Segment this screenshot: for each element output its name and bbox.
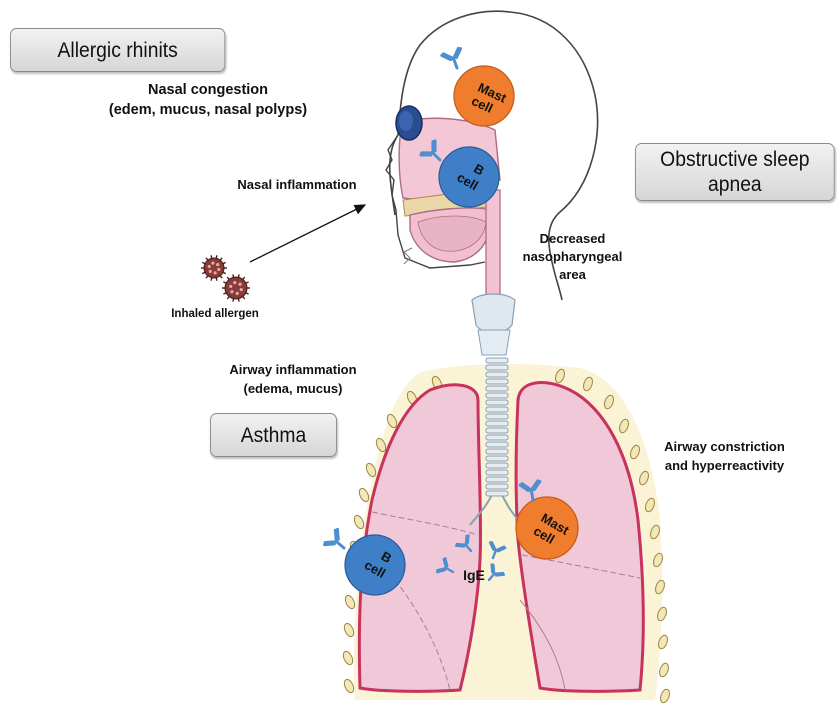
ige-label: IgE bbox=[463, 567, 485, 583]
allergic-rhinitis-label: Allergic rhinits bbox=[58, 38, 178, 63]
trachea-ring bbox=[486, 407, 508, 412]
asthma-box: Asthma bbox=[210, 413, 337, 457]
airway-constriction-line1: Airway constriction bbox=[642, 437, 807, 456]
decreased-line2: nasopharyngeal bbox=[515, 248, 630, 266]
trachea-ring bbox=[486, 463, 508, 468]
trachea-ring bbox=[486, 421, 508, 426]
airway-inflammation-label: Airway inflammation (edema, mucus) bbox=[208, 360, 378, 398]
osa-label-line1: Obstructive sleep bbox=[660, 147, 809, 172]
trachea-ring bbox=[486, 477, 508, 482]
b-cell-lung: B cell bbox=[345, 535, 405, 595]
antibody-icon bbox=[441, 48, 466, 72]
rib bbox=[659, 688, 671, 704]
airway-inflammation-line1: Airway inflammation bbox=[208, 360, 378, 379]
trachea-ring bbox=[486, 470, 508, 475]
trachea-ring bbox=[486, 442, 508, 447]
osa-label-line2: apnea bbox=[660, 172, 809, 197]
nasal-inflammation-text: Nasal inflammation bbox=[222, 177, 372, 192]
airway-inflammation-line2: (edema, mucus) bbox=[208, 379, 378, 398]
airway-constriction-line2: and hyperreactivity bbox=[642, 456, 807, 475]
eye-icon bbox=[396, 106, 422, 140]
rib bbox=[342, 678, 355, 694]
trachea-ring bbox=[486, 365, 508, 370]
trachea-ring bbox=[486, 484, 508, 489]
rib bbox=[342, 622, 355, 638]
trachea-ring bbox=[486, 358, 508, 363]
obstructive-sleep-apnea-box: Obstructive sleep apnea bbox=[635, 143, 835, 201]
trachea-ring bbox=[486, 414, 508, 419]
antibody-icon bbox=[324, 529, 351, 556]
nasal-congestion-line2: (edem, mucus, nasal polyps) bbox=[80, 100, 336, 120]
trachea-ring bbox=[486, 372, 508, 377]
inhaled-allergen-text: Inhaled allergen bbox=[160, 308, 270, 320]
nasal-congestion-line1: Nasal congestion bbox=[80, 80, 336, 100]
trachea-ring bbox=[486, 386, 508, 391]
allergen-particle-icon bbox=[201, 255, 250, 301]
b-cell-head: B cell bbox=[439, 147, 499, 207]
trachea-ring bbox=[486, 491, 508, 496]
decreased-nasopharyngeal-label: Decreased nasopharyngeal area bbox=[515, 230, 630, 284]
trachea-ring bbox=[486, 428, 508, 433]
decreased-line3: area bbox=[515, 266, 630, 284]
decreased-line1: Decreased bbox=[515, 230, 630, 248]
rib bbox=[341, 650, 354, 666]
trachea-ring bbox=[486, 435, 508, 440]
rib bbox=[343, 594, 356, 610]
nasal-congestion-label: Nasal congestion (edem, mucus, nasal pol… bbox=[80, 80, 336, 120]
rib bbox=[658, 662, 670, 678]
mast-cell-head: Mast cell bbox=[454, 66, 514, 126]
allergen-arrow bbox=[250, 205, 365, 262]
trachea-ring bbox=[486, 456, 508, 461]
trachea-ring bbox=[486, 393, 508, 398]
trachea-ring bbox=[486, 400, 508, 405]
allergic-rhinitis-box: Allergic rhinits bbox=[10, 28, 225, 72]
mast-cell-lung: Mast cell bbox=[516, 497, 578, 559]
trachea-ring bbox=[486, 379, 508, 384]
trachea-ring bbox=[486, 449, 508, 454]
nasal-inflammation-label: Nasal inflammation bbox=[222, 177, 372, 192]
asthma-label: Asthma bbox=[241, 423, 307, 448]
airway-constriction-label: Airway constriction and hyperreactivity bbox=[642, 437, 807, 475]
inhaled-allergen-label: Inhaled allergen bbox=[160, 308, 270, 320]
